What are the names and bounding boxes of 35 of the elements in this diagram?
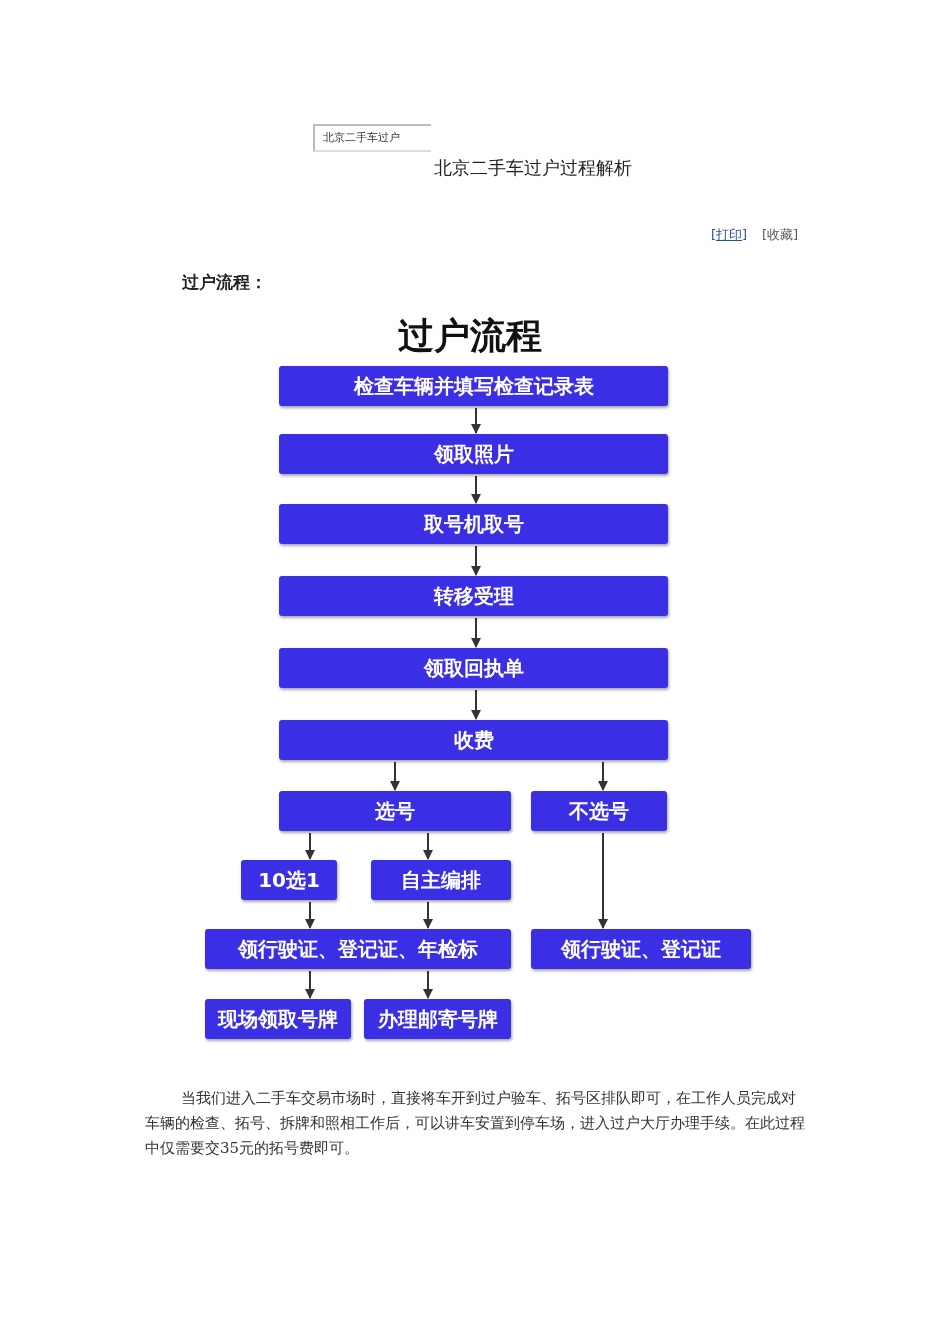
process-box: 选号 xyxy=(279,791,511,831)
process-box: 取号机取号 xyxy=(279,504,668,544)
arrow xyxy=(423,901,433,929)
arrow xyxy=(471,475,481,504)
arrow xyxy=(471,545,481,576)
print-link: [打印] xyxy=(711,226,748,244)
arrow xyxy=(305,832,315,860)
process-box: 转移受理 xyxy=(279,576,668,616)
process-box: 收费 xyxy=(279,720,668,760)
process-box: 自主编排 xyxy=(371,860,511,900)
process-box: 领行驶证、登记证、年检标 xyxy=(205,929,511,969)
arrow xyxy=(471,407,481,434)
section-heading: 过户流程： xyxy=(182,271,267,294)
process-box: 检查车辆并填写检查记录表 xyxy=(279,366,668,406)
arrow xyxy=(305,970,315,999)
arrow xyxy=(471,689,481,720)
arrow xyxy=(305,901,315,929)
process-box: 办理邮寄号牌 xyxy=(364,999,511,1039)
arrow xyxy=(390,761,400,791)
process-box: 领取回执单 xyxy=(279,648,668,688)
page-title: 北京二手车过户过程解析 xyxy=(432,156,633,180)
flowchart-title: 过户流程 xyxy=(397,314,543,358)
process-box: 现场领取号牌 xyxy=(205,999,351,1039)
process-box: 不选号 xyxy=(531,791,667,831)
arrow xyxy=(598,832,608,929)
arrow xyxy=(423,832,433,860)
arrow xyxy=(471,617,481,648)
process-box: 领取照片 xyxy=(279,434,668,474)
process-box: 10选1 xyxy=(241,860,337,900)
arrow xyxy=(598,761,608,791)
arrow xyxy=(423,970,433,999)
favorite-label: [收藏] xyxy=(762,226,799,244)
tab-label: 北京二手车过户 xyxy=(313,124,431,152)
process-box: 领行驶证、登记证 xyxy=(531,929,751,969)
body-paragraph: 当我们进入二手车交易市场时，直接将车开到过户验车、拓号区排队即可，在工作人员完成对车辆的检查、拓号、拆牌和照相工作后，可以讲车安置到停车场，进入过户大厅办理手续。在此过程中仅需要交35元的拓号费即可。 xyxy=(145,1088,805,1159)
